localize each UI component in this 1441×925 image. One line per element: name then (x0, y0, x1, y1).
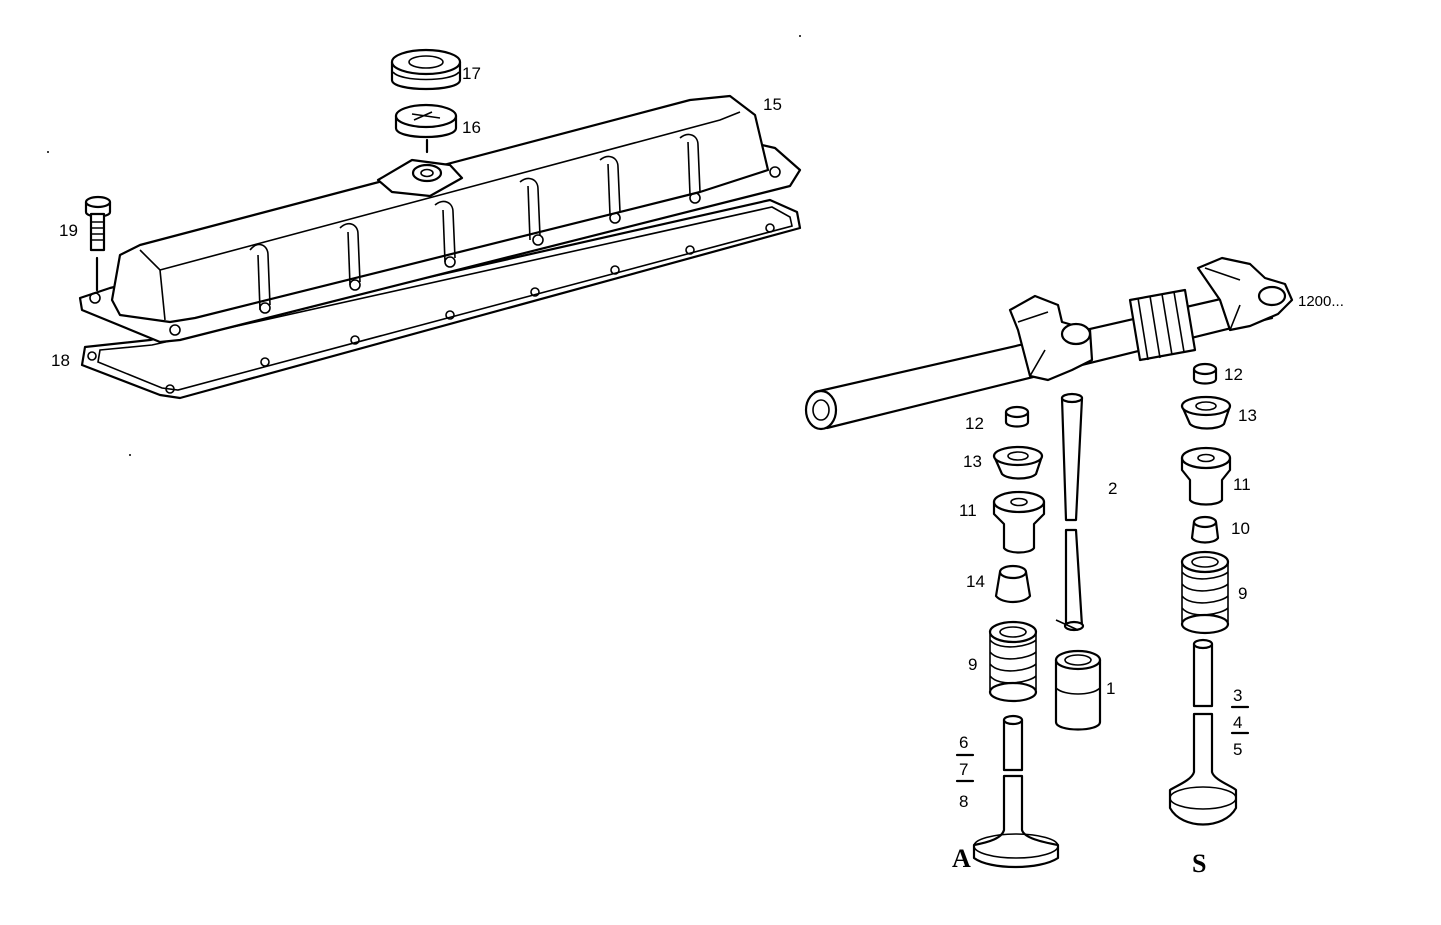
callout-5: 5 (1233, 740, 1242, 759)
callout-17: 17 (462, 64, 481, 83)
pushrod-2 (1060, 392, 1085, 632)
callout-1200: 1200... (1298, 293, 1344, 310)
speck (129, 454, 131, 456)
valve-stack-exhaust (1168, 362, 1238, 826)
callout-18: 18 (51, 351, 70, 370)
bolt-19 (84, 195, 112, 252)
callout-9-intake: 9 (968, 655, 977, 674)
callout-11-intake: 11 (959, 501, 977, 520)
intake-valve-letter: A (952, 844, 971, 873)
callout-7: 7 (959, 760, 968, 779)
tappet-1 (1054, 649, 1102, 731)
callout-11-exhaust: 11 (1233, 475, 1251, 494)
callout-19: 19 (59, 221, 78, 240)
callout-9-exhaust: 9 (1238, 584, 1247, 603)
callout-16: 16 (462, 118, 481, 137)
callout-8: 8 (959, 792, 968, 811)
callout-14: 14 (966, 572, 985, 591)
callout-12-intake: 12 (965, 414, 984, 433)
callout-10: 10 (1231, 519, 1250, 538)
callout-1: 1 (1106, 679, 1115, 698)
callout-3: 3 (1233, 686, 1242, 705)
valve-stack-intake (972, 405, 1060, 869)
valve-cover (78, 94, 802, 344)
callout-15: 15 (763, 95, 782, 114)
callout-13-intake: 13 (963, 452, 982, 471)
callout-13-exhaust: 13 (1238, 406, 1257, 425)
rocker-arm-right (1196, 256, 1294, 332)
exhaust-valve-letter: S (1192, 849, 1206, 878)
seal-ring-17 (390, 48, 462, 91)
callout-6: 6 (959, 733, 968, 752)
callout-2: 2 (1108, 479, 1117, 498)
callout-12-exhaust: 12 (1224, 365, 1243, 384)
callout-4: 4 (1233, 713, 1242, 732)
rocker-arm-left (1008, 294, 1094, 382)
speck (47, 151, 49, 153)
rocker-spring (1128, 288, 1197, 362)
speck (799, 35, 801, 37)
leader-line (1055, 619, 1079, 631)
oil-cap-16 (394, 103, 458, 139)
